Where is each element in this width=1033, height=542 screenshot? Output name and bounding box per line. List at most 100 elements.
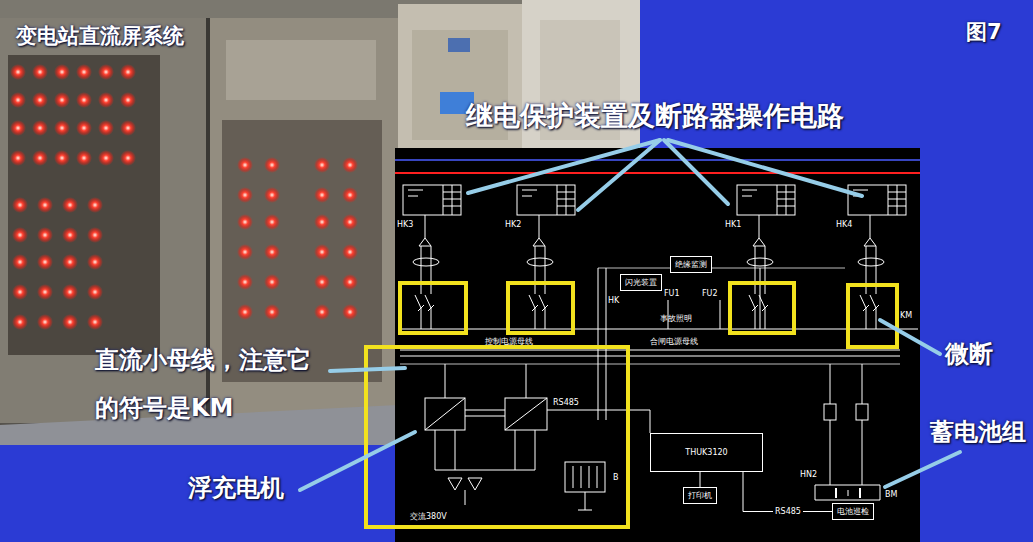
indicator-light xyxy=(12,284,28,300)
drawing-line xyxy=(578,510,592,511)
indicator-light xyxy=(314,274,330,290)
device-box: 闪光装置 xyxy=(620,274,662,291)
drawing-line xyxy=(566,185,567,215)
drawing-line xyxy=(598,268,845,269)
drawing-line xyxy=(435,430,436,470)
indicator-light xyxy=(120,92,136,108)
drawing-line xyxy=(880,485,881,500)
figure-number: 图7 xyxy=(966,20,1002,45)
callout-text: 浮充电机 xyxy=(188,474,284,503)
indicator-light xyxy=(98,64,114,80)
indicator-light xyxy=(10,92,26,108)
indicator-lights xyxy=(10,64,358,330)
indicator-light xyxy=(10,150,26,166)
drawing-line xyxy=(425,215,426,238)
indicator-light xyxy=(76,92,92,108)
drawing-line xyxy=(765,308,766,329)
indicator-light xyxy=(120,120,136,136)
indicator-light xyxy=(264,244,280,260)
indicator-light xyxy=(54,120,70,136)
drawing-line xyxy=(786,185,787,215)
drawing-line xyxy=(897,185,898,215)
indicator-light xyxy=(37,284,53,300)
drawing-line xyxy=(742,190,757,191)
indicator-light xyxy=(10,120,26,136)
drawing-rect xyxy=(425,398,465,430)
drawing-line xyxy=(400,364,900,365)
connector-line xyxy=(700,472,701,487)
indicator-light xyxy=(342,214,358,230)
drawing-line xyxy=(428,305,434,311)
drawing-line xyxy=(400,350,900,351)
indicator-light xyxy=(32,64,48,80)
drawing-polygon xyxy=(448,478,462,490)
drawing-line xyxy=(853,190,868,191)
box-text: 闪光装置 xyxy=(625,277,657,288)
drawing-line xyxy=(400,329,918,330)
indicator-light xyxy=(12,314,28,330)
drawing-line xyxy=(300,432,415,490)
box-text: 电池巡检 xyxy=(837,506,869,517)
highlight-boxes xyxy=(366,283,897,527)
callout-text: 蓄电池组 xyxy=(930,418,1026,447)
indicator-light xyxy=(87,254,103,270)
drawing-line xyxy=(759,215,760,238)
device-box: 打印机 xyxy=(683,487,717,504)
drawing-line xyxy=(539,215,540,238)
indicator-light xyxy=(342,187,358,203)
drawing-line xyxy=(742,196,752,197)
indicator-light xyxy=(32,120,48,136)
drawing-rect xyxy=(448,38,470,52)
indicator-light xyxy=(87,284,103,300)
indicator-light xyxy=(237,157,253,173)
drawing-line xyxy=(720,300,721,329)
indicator-light xyxy=(87,314,103,330)
drawing-polygon xyxy=(468,478,482,490)
drawing-line xyxy=(755,308,756,329)
drawing-polygon xyxy=(753,238,765,246)
device-tag: HN2 xyxy=(800,470,817,480)
bus-name: 合闸电源母线 xyxy=(650,337,698,347)
drawing-line xyxy=(606,268,607,420)
drawing-line xyxy=(598,268,599,420)
indicator-light xyxy=(237,274,253,290)
indicator-light xyxy=(342,244,358,260)
drawing-line xyxy=(862,364,863,485)
indicator-light xyxy=(237,214,253,230)
drawing-line xyxy=(765,246,766,294)
drawing-rect xyxy=(505,398,547,430)
indicator-light xyxy=(12,197,28,213)
device-box: 绝缘监测 xyxy=(670,256,712,273)
indicator-light xyxy=(120,150,136,166)
drawing-line xyxy=(578,140,660,210)
indicator-light xyxy=(62,227,78,243)
indicator-light xyxy=(32,150,48,166)
indicator-light xyxy=(264,274,280,290)
drawing-line xyxy=(515,430,516,470)
box-text: 打印机 xyxy=(688,490,712,501)
drawing-line xyxy=(431,246,432,294)
drawing-line xyxy=(445,364,446,398)
drawing-line xyxy=(395,172,920,174)
drawing-rect xyxy=(226,40,376,100)
drawing-rect xyxy=(848,285,897,347)
drawing-line xyxy=(431,308,432,329)
indicator-light xyxy=(54,64,70,80)
drawing-line xyxy=(848,490,849,496)
indicator-light xyxy=(264,187,280,203)
indicator-light xyxy=(314,157,330,173)
drawing-rect xyxy=(730,283,794,333)
indicator-light xyxy=(314,187,330,203)
callout-text: 直流小母线，注意它 的符号是KM xyxy=(95,336,317,432)
drawing-line xyxy=(529,295,535,308)
box-text: THUK3120 xyxy=(685,448,727,457)
drawing-line xyxy=(749,295,755,308)
indicator-light xyxy=(54,150,70,166)
fuse-tag: FU2 xyxy=(702,289,718,299)
indicator-light xyxy=(76,150,92,166)
drawing-line xyxy=(421,246,422,294)
indicator-light xyxy=(76,120,92,136)
drawing-line xyxy=(408,190,423,191)
indicator-light xyxy=(98,120,114,136)
